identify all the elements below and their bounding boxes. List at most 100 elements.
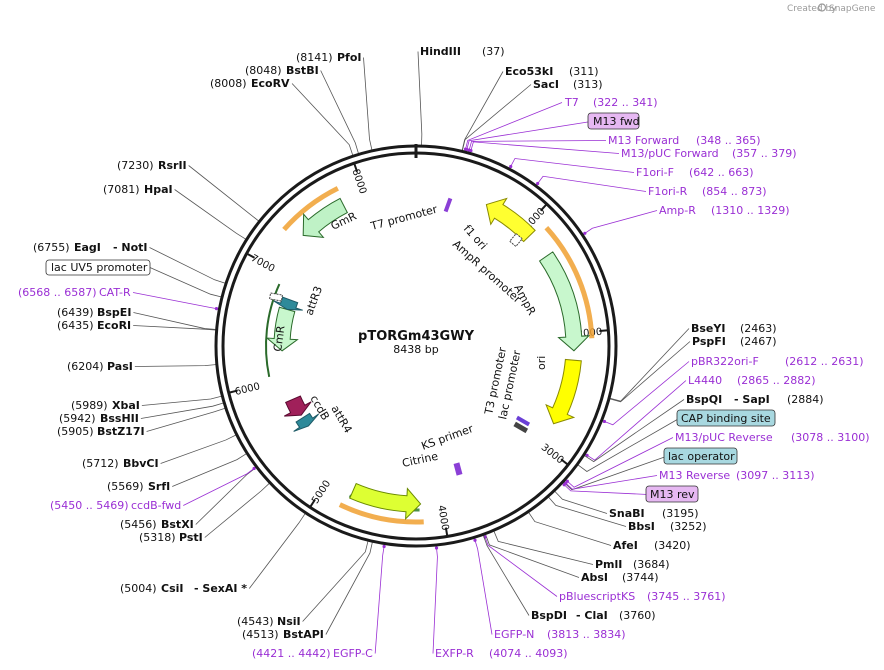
site-ecorv[interactable]: EcoRV: [251, 77, 290, 90]
site-bstbi[interactable]: BstBI: [286, 64, 319, 77]
connector-csii: [248, 512, 306, 589]
site-bspdi[interactable]: BspDI: [531, 609, 567, 622]
connector-bstapi: [325, 541, 373, 635]
site-hpai-pos: (7081): [103, 183, 140, 196]
connector-eagi: [149, 247, 227, 284]
connector-pasi: [134, 364, 217, 367]
primer-f1orif[interactable]: F1ori-F: [636, 166, 674, 179]
primer-m13rev-box[interactable]: [645, 485, 699, 503]
primer-f1orir[interactable]: F1ori-R: [648, 185, 688, 198]
site-clai[interactable]: - ClaI: [576, 609, 608, 622]
feature-arrows: [265, 197, 591, 521]
primer-m13pucreverse[interactable]: M13/pUC Reverse: [675, 431, 773, 444]
site-bstxi-pos: (5456): [120, 518, 157, 531]
primer-exfpr-pos: (4074 .. 4093): [489, 647, 568, 660]
lacuv5-box[interactable]: [45, 259, 151, 276]
primer-m13fwd-box[interactable]: [587, 112, 640, 130]
primer-m13reverse[interactable]: M13 Reverse: [659, 469, 730, 482]
site-bseyi-pos: (2463): [740, 322, 777, 335]
site-bstz17i-pos: (5905): [57, 425, 94, 438]
site-bbvci[interactable]: BbvCI: [123, 457, 159, 470]
site-sexai[interactable]: - SexAI *: [194, 582, 247, 595]
primer-t7[interactable]: T7: [564, 96, 579, 109]
connector-ecorv: [291, 83, 354, 157]
site-rsrii[interactable]: RsrII: [158, 159, 187, 172]
site-absi-pos: (3744): [622, 571, 659, 584]
site-srfi[interactable]: SrfI: [148, 480, 170, 493]
primer-m13forward-pos: (348 .. 365): [696, 134, 761, 147]
attr4-label: attR4: [328, 403, 354, 435]
primer-ampr[interactable]: Amp-R: [659, 204, 696, 217]
connector-rsrii: [188, 165, 260, 222]
site-bstxi[interactable]: BstXI: [161, 518, 194, 531]
connector-f1orir: [536, 175, 647, 192]
connector-bbvci: [160, 434, 237, 464]
lacuv5-mark: [268, 292, 284, 302]
connector-pbluescriptks: [483, 534, 558, 597]
site-pfoi[interactable]: PfoI: [337, 51, 362, 64]
connector-lacuv5: [149, 267, 223, 298]
site-absi[interactable]: AbsI: [581, 571, 608, 584]
site-bstapi-pos: (4513): [242, 628, 279, 641]
primer-egfpc[interactable]: EGFP-C: [333, 647, 373, 660]
site-pasi[interactable]: PasI: [107, 360, 133, 373]
primer-m13pucforward[interactable]: M13/pUC Forward: [621, 147, 719, 160]
primer-pbr322ori[interactable]: pBR322ori-F: [691, 355, 759, 368]
site-bsshii[interactable]: BssHII: [100, 412, 139, 425]
connector-t7: [464, 102, 563, 152]
site-bseyi[interactable]: BseYI: [691, 322, 725, 335]
credit-text: Created by: [787, 4, 837, 14]
site-hindiii[interactable]: HindIII: [420, 45, 461, 58]
primer-exfpr[interactable]: EXFP-R: [435, 647, 474, 660]
site-hpai[interactable]: HpaI: [144, 183, 173, 196]
primer-ccdbfwd[interactable]: ccdB-fwd: [131, 499, 181, 512]
site-xbai[interactable]: XbaI: [112, 399, 140, 412]
primer-pbluescriptks[interactable]: pBluescriptKS: [559, 590, 635, 603]
site-saci[interactable]: SacI: [533, 78, 559, 91]
site-eagi[interactable]: EagI: [74, 241, 101, 254]
primer-m13forward[interactable]: M13 Forward: [608, 134, 679, 147]
site-bspdi-pos: (3760): [619, 609, 656, 622]
feature-gmr: [302, 197, 349, 238]
site-pmli[interactable]: PmlI: [595, 558, 622, 571]
cmr-label: CmR: [271, 324, 288, 352]
site-pspfi[interactable]: PspFI: [692, 335, 726, 348]
site-bspqi[interactable]: BspQI: [686, 393, 722, 406]
primer-site-mark-ampr: [583, 231, 587, 235]
site-afei[interactable]: AfeI: [613, 539, 638, 552]
site-csii[interactable]: CsiI: [161, 582, 183, 595]
cap-binding-site: CAP binding site: [681, 412, 771, 425]
cap-binding-site-box[interactable]: [676, 409, 776, 427]
primer-l4440[interactable]: L4440: [688, 374, 722, 387]
site-ecori[interactable]: EcoRI: [97, 319, 131, 332]
lacuv5-promoter: lac UV5 promoter: [51, 261, 148, 274]
site-noti[interactable]: - NotI: [113, 241, 148, 254]
site-bbsi[interactable]: BbsI: [628, 520, 655, 533]
primer-catr[interactable]: CAT-R: [99, 286, 131, 299]
dir-track-1: [282, 186, 339, 232]
site-bstz17i[interactable]: BstZ17I: [97, 425, 145, 438]
site-eco53ki[interactable]: Eco53kI: [505, 65, 553, 78]
site-psti[interactable]: PstI: [179, 531, 203, 544]
primer-egfpc-pos: (4421 .. 4442): [252, 647, 331, 660]
connector-f1orif: [509, 158, 635, 173]
ks-primer-label: KS primer: [420, 422, 476, 453]
connector-ampr: [582, 210, 658, 235]
lac-operator-box[interactable]: [663, 447, 738, 465]
lac-operator: lac operator: [668, 450, 735, 463]
site-xbai-pos: (5989): [71, 399, 108, 412]
site-bspei[interactable]: BspEI: [97, 306, 131, 319]
ruler-label-5000: 5000: [310, 479, 333, 506]
primer-site-mark-ccdbfwd: [252, 466, 256, 471]
site-snabi[interactable]: SnaBI: [609, 507, 645, 520]
site-sapi[interactable]: - SapI: [734, 393, 770, 406]
ruler-label-4000: 4000: [435, 504, 450, 531]
connector-xbai: [141, 395, 223, 406]
feature-attr4: [293, 412, 319, 432]
ruler-label-8000: 8000: [350, 168, 369, 196]
connector-m13forward: [468, 140, 607, 153]
site-bstapi[interactable]: BstAPI: [283, 628, 324, 641]
site-nsii[interactable]: NsiI: [277, 615, 301, 628]
site-pmli-pos: (3684): [633, 558, 670, 571]
primer-egfpn[interactable]: EGFP-N: [494, 628, 534, 641]
